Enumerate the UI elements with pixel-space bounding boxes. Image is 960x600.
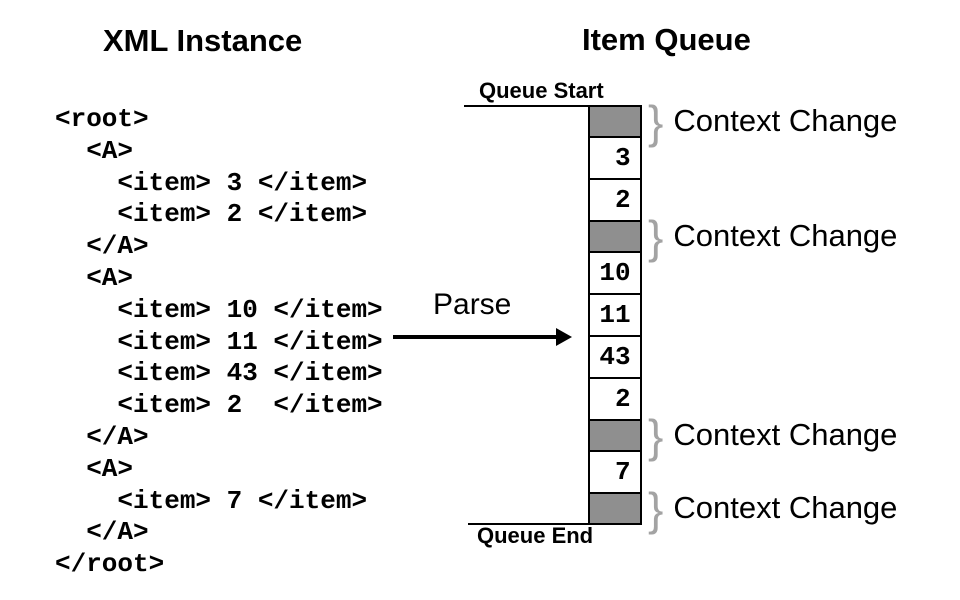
queue-start-line	[464, 105, 588, 107]
context-change-label: Context Change	[673, 490, 898, 526]
queue-cell-context-change	[590, 107, 640, 138]
queue-cell-item: 2	[590, 379, 640, 421]
queue-cell-context-change	[590, 222, 640, 253]
queue-end-label: Queue End	[477, 523, 594, 548]
queue-cell-item: 7	[590, 452, 640, 494]
context-change-label: Context Change	[673, 103, 898, 139]
queue-cell-item: 43	[590, 337, 640, 379]
queue-cell-item: 2	[590, 180, 640, 222]
xml-code-block: <root> <A> <item> 3 </item> <item> 2 </i…	[55, 104, 383, 580]
queue-cell-context-change	[590, 494, 640, 523]
brace-icon: }	[648, 409, 664, 462]
parse-label: Parse	[433, 288, 512, 321]
brace-icon: }	[648, 210, 664, 263]
page-title-xml-instance: XML Instance	[103, 23, 303, 58]
context-change-annotation: }Context Change	[648, 411, 897, 461]
queue-cell-item: 11	[590, 295, 640, 337]
page-title-item-queue: Item Queue	[582, 22, 751, 57]
arrow-shaft	[393, 335, 558, 339]
queue-end-line	[468, 523, 588, 525]
queue-cell-context-change	[590, 421, 640, 452]
arrow-head	[556, 328, 572, 346]
context-change-label: Context Change	[673, 218, 898, 254]
queue-start-label: Queue Start	[479, 78, 604, 103]
context-change-annotation: }Context Change	[648, 97, 897, 147]
brace-icon: }	[648, 95, 664, 148]
queue-cell-item: 3	[590, 138, 640, 180]
context-change-annotation: }Context Change	[648, 212, 897, 262]
brace-icon: }	[648, 482, 664, 535]
context-change-annotation: }Context Change	[648, 484, 897, 534]
queue-cell-item: 10	[590, 253, 640, 295]
context-change-label: Context Change	[673, 417, 898, 453]
